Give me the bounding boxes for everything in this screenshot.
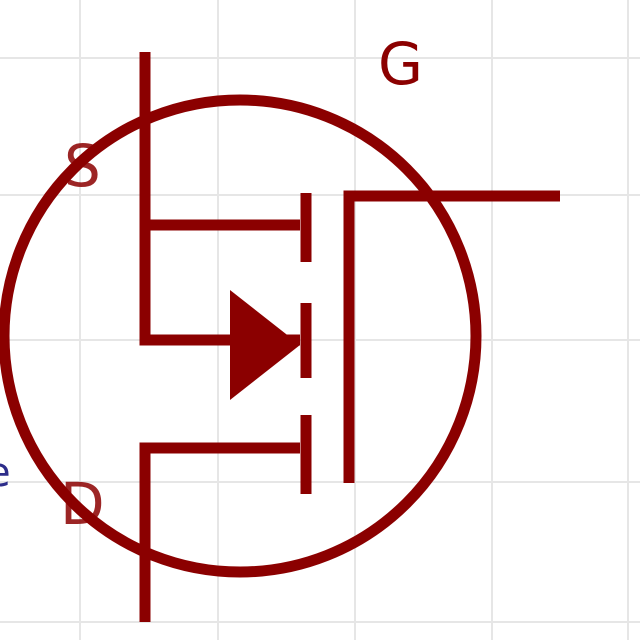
gate-label: G — [378, 30, 423, 98]
drain-lead — [139, 442, 300, 622]
gate-lead — [343, 190, 560, 483]
mosfet-symbol — [0, 52, 560, 622]
device-envelope-circle — [0, 94, 482, 578]
edge-text-fragment: e — [0, 450, 11, 496]
source-label: S — [64, 132, 101, 200]
body-arrow-icon — [230, 290, 300, 400]
drain-label: D — [60, 470, 105, 538]
